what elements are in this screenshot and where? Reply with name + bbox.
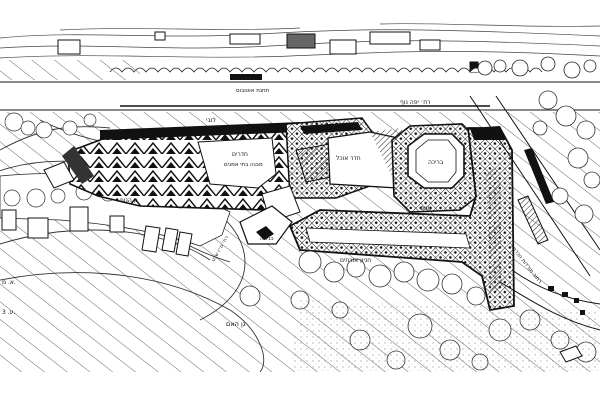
south-slope-stipple [290, 300, 600, 372]
label-lobby: לובי [206, 117, 216, 124]
label-bus-stop: תחנת אוטובוס [236, 88, 270, 94]
wing-courtyard [197, 137, 277, 189]
bus-shelter [230, 74, 262, 80]
label-entrance: כניסה [260, 236, 274, 242]
north-buildings [57, 31, 479, 73]
pool-block [391, 123, 479, 213]
label-parking: חניון אורחים [340, 257, 371, 264]
east-wing [288, 126, 515, 312]
entrance-area [239, 205, 293, 245]
east-markers [559, 298, 585, 363]
tree-band-north [109, 56, 597, 79]
label-garden-west: גן הנוף [120, 197, 138, 204]
label-mark-b: ע. 3. [2, 309, 15, 316]
north-road [0, 81, 600, 111]
label-tennis: טניס [420, 205, 432, 212]
label-mark-a: א. מ. [2, 279, 16, 286]
label-pool: בריכה [428, 159, 444, 166]
label-dining: חדר אוכל [336, 155, 361, 162]
label-wadi: גן האם [226, 320, 246, 328]
west-pavilions [1, 206, 193, 257]
label-road-north: רח׳ יפה נוף [400, 99, 431, 106]
label-rooms: חדרים [232, 151, 248, 158]
east-parking-strip [517, 148, 568, 297]
label-rooms-sub: מבנה בתי אמנים [224, 162, 263, 168]
